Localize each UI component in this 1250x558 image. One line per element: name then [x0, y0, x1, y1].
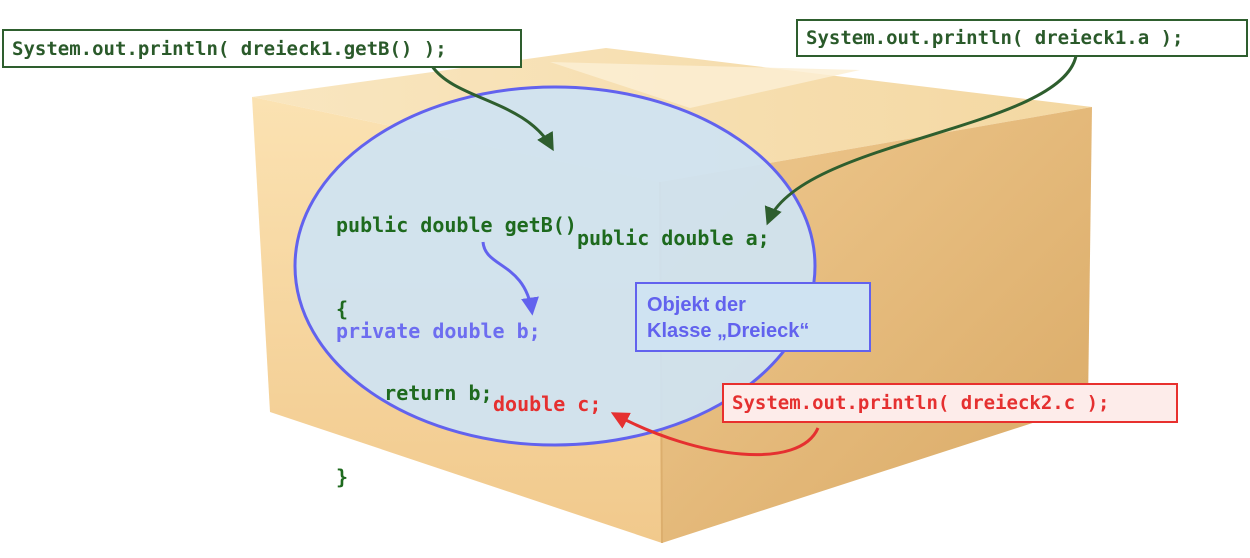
- method-line: }: [336, 465, 349, 489]
- object-label-line1: Objekt der: [647, 294, 746, 316]
- field-private-b: private double b;: [336, 319, 541, 343]
- callout-println-a: System.out.println( dreieck1.a );: [796, 19, 1248, 57]
- method-line: public double getB(): [336, 213, 577, 237]
- object-class-label: Objekt der Klasse „Dreieck“: [635, 282, 871, 352]
- arrow-a-to-field: [764, 55, 1078, 226]
- arrow-c-to-field: [610, 412, 820, 457]
- callout-println-c: System.out.println( dreieck2.c );: [722, 383, 1178, 423]
- object-label-line2: Klasse „Dreieck“: [647, 320, 810, 342]
- field-default-c: double c;: [493, 392, 602, 416]
- box-tape: [550, 62, 860, 108]
- field-public-a: public double a;: [577, 226, 770, 250]
- arrow-getb-to-method: [430, 65, 554, 152]
- callout-println-getb: System.out.println( dreieck1.getB() );: [2, 29, 522, 68]
- method-line: return b;: [336, 381, 493, 405]
- method-line: {: [336, 297, 349, 321]
- object-ellipse: [293, 85, 817, 447]
- method-getb-code: public double getB() { return b; }: [336, 155, 577, 519]
- arrow-return-to-private-b: [481, 241, 539, 316]
